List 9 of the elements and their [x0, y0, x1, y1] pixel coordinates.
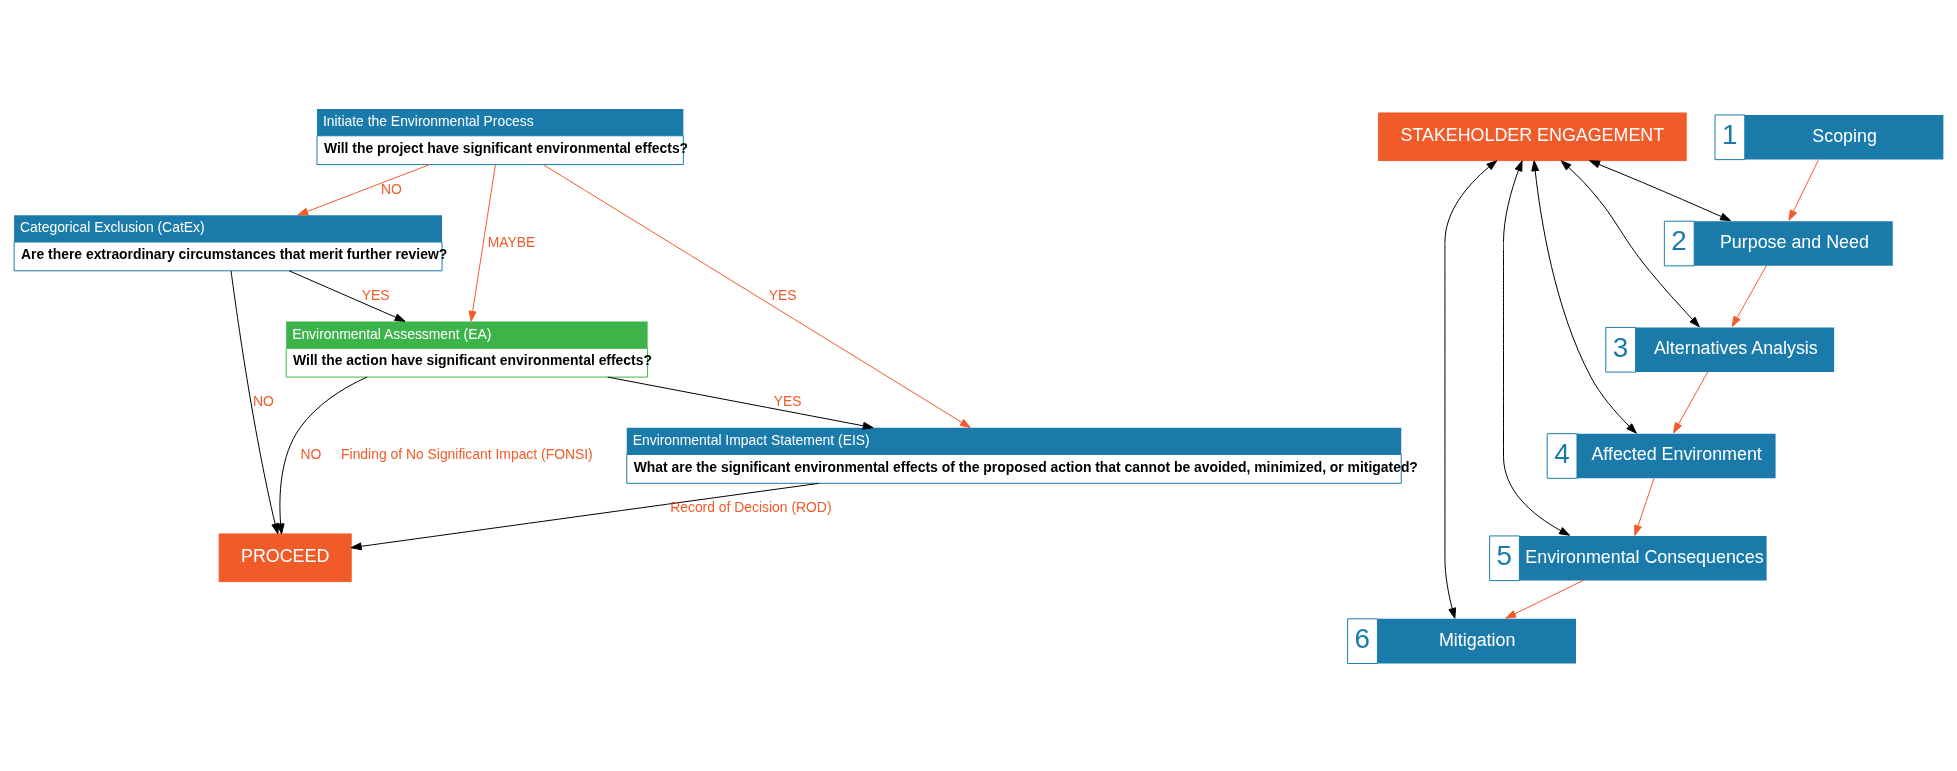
- edge-label: NO: [300, 445, 322, 462]
- edge-label: Record of Decision (ROD): [670, 498, 832, 515]
- edge-label: YES: [773, 392, 802, 409]
- edge-label: NO: [381, 180, 402, 197]
- edge-label: NO: [252, 392, 274, 409]
- edge-label: YES: [361, 286, 390, 303]
- edge-label: MAYBE: [487, 233, 536, 250]
- edge-label: YES: [768, 286, 797, 303]
- label: Finding of No Significant Impact (FONSI): [341, 445, 593, 462]
